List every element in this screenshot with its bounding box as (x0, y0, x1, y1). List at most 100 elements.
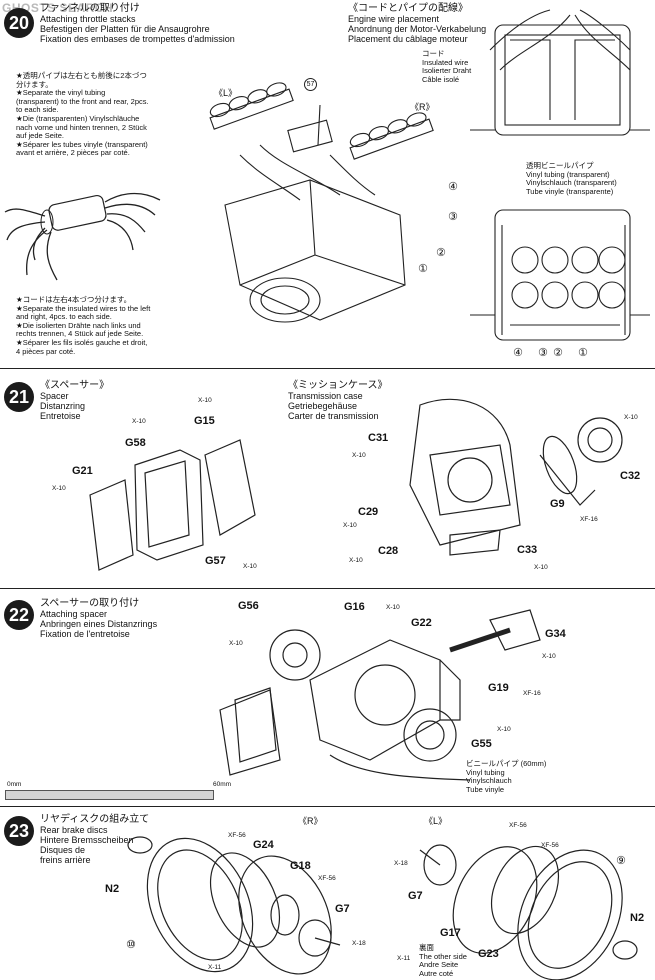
note-line: ★透明パイプは左右とも前後に2本づつ (16, 71, 147, 80)
header-line: Attaching spacer (40, 609, 108, 619)
callout-bottom-1: ① (578, 347, 588, 359)
step21-spacer-header: 《スペーサー》 Spacer Distanzring Entretoise (40, 380, 110, 422)
separator (0, 806, 655, 807)
note-line: Autre coté (419, 968, 454, 978)
step20-header-jp: ファンネルの取り付け (40, 3, 140, 14)
header-line: Rear brake discs (40, 825, 108, 835)
header-line: Disques de (40, 845, 86, 855)
spacer-assembly-drawing (89, 439, 256, 571)
engine-drawing (209, 82, 434, 323)
header-line: Engine wire placement (348, 14, 440, 24)
label-line: Insulated wire (422, 57, 469, 67)
ruler-end-label: 60mm (213, 781, 232, 788)
part-C31: C31 (368, 432, 389, 444)
part-G7: G7 (335, 903, 350, 915)
note-line: 裏面 (419, 943, 434, 952)
header-line: 《スペーサー》 (40, 380, 110, 391)
engine-wire-placement-header: 《コードとパイプの配線》 Engine wire placement Anord… (348, 3, 487, 45)
note-line: 4 pièces par coté. (16, 346, 76, 356)
wire-harness-drawing (4, 192, 161, 281)
part-G55: G55 (471, 738, 492, 750)
part-G24: G24 (253, 839, 274, 851)
note-line: avant et arrière, 2 pièces par coté. (16, 148, 130, 158)
callout-bottom-2: ② (553, 347, 563, 359)
screw-xf56: XF-56 (541, 842, 559, 849)
spacer-attach-drawing (219, 609, 541, 781)
step20-note-wires: ★コードは左右4本づつ分けます。 ★Separate the insulated… (16, 295, 176, 356)
part-C29: C29 (358, 506, 379, 518)
callout-2: ② (436, 247, 446, 259)
part-G57: G57 (205, 555, 226, 567)
header-line: Distanzring (40, 401, 86, 411)
part-G18: G18 (290, 860, 311, 872)
part-G9: G9 (550, 498, 565, 510)
insulated-wire-label: コード Insulated wire Isolierter Draht Câbl… (422, 49, 471, 84)
header-line: Carter de transmission (288, 411, 379, 421)
other-side-note: 裏面 The other side Andre Seite Autre coté (419, 943, 467, 978)
step20-header: ファンネルの取り付け Attaching throttle stacks Bef… (40, 3, 235, 45)
note-line: rechts trennen, 4 Stück auf jede Seite. (16, 329, 144, 339)
part-G23: G23 (478, 948, 499, 960)
header-line: 《コードとパイプの配線》 (348, 3, 468, 14)
part-N2: N2 (105, 883, 120, 895)
part-G16: G16 (344, 601, 365, 613)
step23-header: リヤディスクの組み立て Rear brake discs Hintere Bre… (40, 815, 149, 866)
transmission-case-drawing (409, 398, 623, 556)
screw-x10: X-10 (542, 653, 556, 660)
header-line: Hintere Bremsscheiben (40, 835, 134, 845)
label-line: Tube vinyle (transparente) (526, 186, 614, 196)
screw-xf16: XF-16 (523, 690, 541, 697)
note-line: ★Die (transparenten) Vinylschläuche (16, 113, 140, 123)
vinyl-tubing-label: 透明ビニールパイプ Vinyl tubing (transparent) Vin… (526, 161, 617, 196)
callout-bottom-4: ④ (513, 347, 523, 359)
header-line: Transmission case (288, 391, 363, 401)
callout-10: ⑩ (126, 939, 136, 951)
screw-x11: X-11 (397, 955, 411, 962)
step20-header-de: Befestigen der Platten für die Ansaugroh… (40, 24, 210, 34)
label-line: Vinyl tubing (transparent) (526, 169, 610, 179)
step20-header-en: Attaching throttle stacks (40, 14, 136, 24)
header-line: Fixation de l'entretoise (40, 629, 130, 639)
note-line: and right, 4pcs. to each side. (16, 312, 112, 322)
header-line: Placement du câblage moteur (348, 34, 468, 44)
screw-x10: X-10 (243, 563, 257, 570)
note-line: ★Die isolierten Drähte nach links und (16, 320, 141, 330)
screw-x10: X-10 (343, 522, 357, 529)
step-number-23: 23 (4, 816, 34, 846)
screw-xf16: XF-16 (580, 516, 598, 523)
screw-x10: X-10 (534, 564, 548, 571)
header-line: freins arrière (40, 855, 91, 865)
note-line: Andre Seite (419, 960, 459, 970)
step-number-21: 21 (4, 382, 34, 412)
label-line: コード (422, 49, 445, 58)
ruler-start-label: 0mm (7, 781, 22, 788)
header-line: Anbringen eines Distanzrings (40, 619, 158, 629)
separator (0, 588, 655, 589)
screw-x10: X-10 (386, 604, 400, 611)
label-line: Vinylschlauch (transparent) (526, 178, 617, 188)
header-line: Anordnung der Motor-Verkabelung (348, 24, 487, 34)
rear-brake-disc-right-drawing (127, 836, 341, 975)
screw-x18: X-18 (394, 860, 408, 867)
screw-x10: X-10 (352, 452, 366, 459)
screw-x10: X-10 (229, 640, 243, 647)
header-line: 《ミッションケース》 (288, 380, 388, 391)
note-line: ★Separate the vinyl tubing (16, 88, 106, 98)
part-G22: G22 (411, 617, 432, 629)
label-line: ビニールパイプ (60mm) (466, 759, 547, 768)
screw-xf56: XF-56 (228, 832, 246, 839)
note-line: The other side (419, 951, 467, 961)
header-line: スペーサーの取り付け (40, 598, 140, 609)
transmission-case-header: 《ミッションケース》 Transmission case Getriebegeh… (288, 380, 388, 422)
label-right: 《R》 (298, 816, 323, 826)
part-G58: G58 (125, 437, 146, 449)
header-line: Entretoise (40, 411, 81, 421)
note-line: ★Séparer les fils isolés gauche et droit… (16, 337, 148, 347)
part-G17: G17 (440, 927, 461, 939)
engine-top-view-2 (470, 209, 650, 341)
label-line: Tube vinyle (466, 784, 505, 794)
note-line: auf jede Seite. (16, 131, 64, 141)
part-G7: G7 (408, 890, 423, 902)
label-line: Vinyl tubing (466, 767, 505, 777)
note-line: to each side. (16, 105, 59, 115)
